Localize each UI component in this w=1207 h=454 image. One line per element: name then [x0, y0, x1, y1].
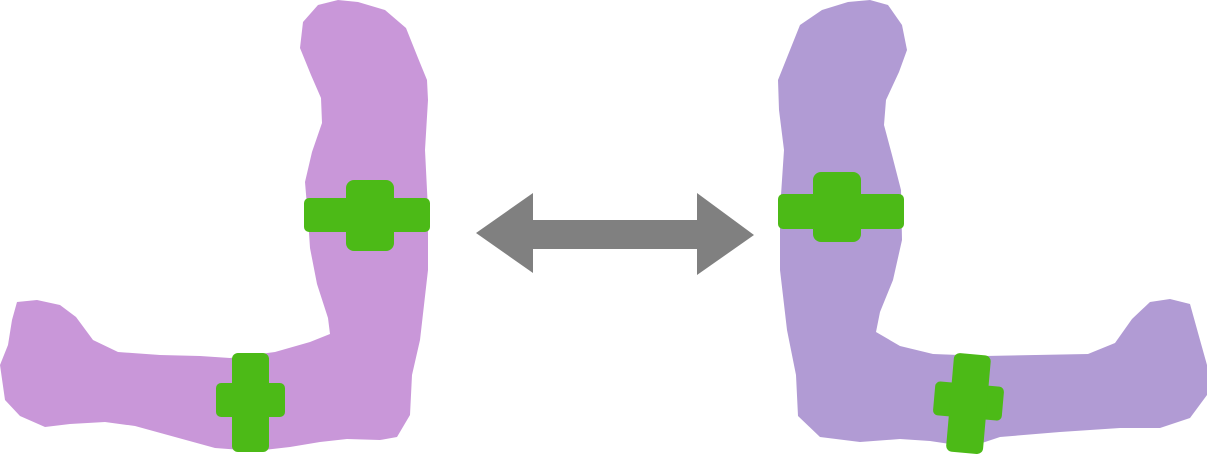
right-lower-marker-vbar [946, 353, 991, 454]
left-lower-marker-vbar [232, 353, 269, 452]
right-lower-plus-marker [933, 353, 1004, 454]
double-headed-arrow [476, 193, 754, 275]
left-limb-group [0, 0, 428, 451]
left-upper-plus-marker [304, 180, 430, 251]
left-upper-marker-vbar [346, 180, 394, 251]
double-arrow-icon [476, 193, 754, 275]
left-limb-shape [0, 0, 428, 451]
right-upper-marker-vbar [813, 172, 861, 242]
right-upper-plus-marker [778, 172, 904, 242]
left-lower-plus-marker [216, 353, 285, 452]
